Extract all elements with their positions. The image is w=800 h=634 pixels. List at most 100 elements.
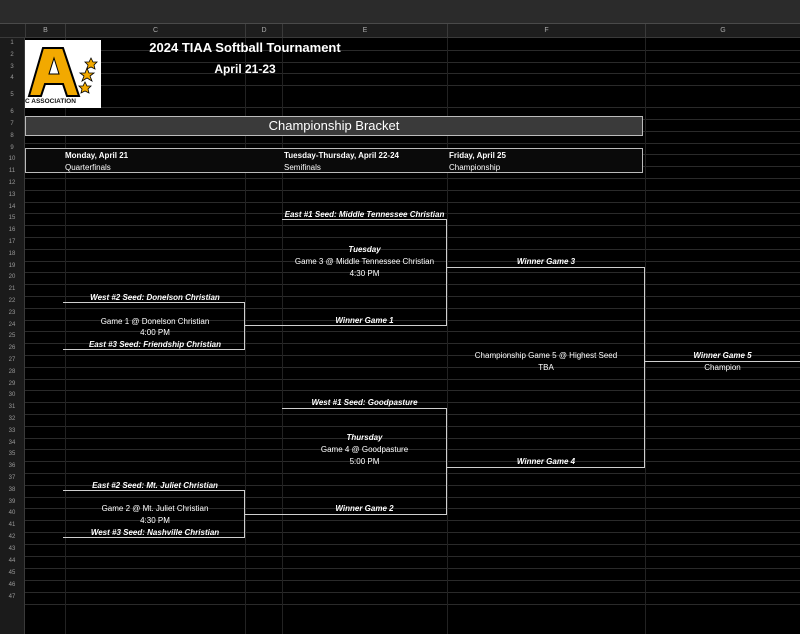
grid-line bbox=[25, 426, 800, 427]
game3-bottom-line bbox=[282, 325, 447, 326]
row-header[interactable]: 13 bbox=[8, 191, 16, 198]
row-header[interactable]: 12 bbox=[8, 179, 16, 186]
grid-line bbox=[25, 296, 800, 297]
grid-line bbox=[25, 402, 800, 403]
row-header[interactable]: 8 bbox=[10, 132, 14, 139]
tournament-title: 2024 TIAA Softball Tournament bbox=[149, 40, 341, 55]
game5-bracket-line bbox=[644, 267, 645, 468]
game2-top-team: East #2 Seed: Mt. Juliet Christian bbox=[92, 481, 218, 490]
grid-line bbox=[25, 568, 800, 569]
game2-bottom-team: West #3 Seed: Nashville Christian bbox=[90, 528, 220, 537]
grid-line bbox=[25, 592, 800, 593]
game4-top-line bbox=[282, 408, 447, 409]
row-header[interactable]: 17 bbox=[8, 238, 16, 245]
game3-bottom-team: Winner Game 1 bbox=[335, 316, 394, 325]
toolbar bbox=[0, 0, 800, 24]
game5-bottom-connector bbox=[447, 467, 645, 468]
row-header[interactable]: 24 bbox=[8, 321, 16, 328]
column-header-g[interactable]: G bbox=[645, 24, 800, 37]
row-header[interactable]: 3 bbox=[10, 63, 14, 70]
row-header[interactable]: 18 bbox=[8, 250, 16, 257]
game4-bracket-line bbox=[446, 408, 447, 515]
grid-line bbox=[25, 520, 800, 521]
grid-line bbox=[25, 473, 800, 474]
game1-bracket-line bbox=[244, 302, 245, 350]
game4-bottom-line bbox=[282, 514, 447, 515]
game1-bottom-team: East #3 Seed: Friendship Christian bbox=[88, 340, 222, 349]
row-header[interactable]: 21 bbox=[8, 286, 16, 293]
game5-bottom-team: Winner Game 4 bbox=[516, 457, 576, 466]
row-header[interactable]: 39 bbox=[8, 498, 16, 505]
row-header[interactable]: 4 bbox=[10, 75, 14, 82]
game3-info: Game 3 @ Middle Tennessee Christian bbox=[294, 257, 435, 266]
row-header[interactable]: 19 bbox=[8, 262, 16, 269]
row-header[interactable]: 5 bbox=[10, 92, 14, 99]
row-header[interactable]: 47 bbox=[8, 593, 16, 600]
row-header[interactable]: 36 bbox=[8, 463, 16, 470]
grid-line bbox=[25, 178, 800, 179]
row-header[interactable]: 38 bbox=[8, 486, 16, 493]
grid-line bbox=[25, 580, 800, 581]
row-header[interactable]: 46 bbox=[8, 581, 16, 588]
row-header[interactable]: 42 bbox=[8, 533, 16, 540]
row-header[interactable]: 14 bbox=[8, 203, 16, 210]
game1-connector bbox=[244, 325, 282, 326]
row-header[interactable]: 22 bbox=[8, 297, 16, 304]
row-header[interactable]: 6 bbox=[10, 109, 14, 116]
row-header[interactable]: 23 bbox=[8, 309, 16, 316]
column-header-d[interactable]: D bbox=[245, 24, 282, 37]
column-header-bar: B C D E F G bbox=[0, 24, 800, 38]
row-header[interactable]: 43 bbox=[8, 545, 16, 552]
row-header[interactable]: 16 bbox=[8, 227, 16, 234]
row-header[interactable]: 28 bbox=[8, 368, 16, 375]
row-header[interactable]: 15 bbox=[8, 215, 16, 222]
row-header[interactable]: 26 bbox=[8, 345, 16, 352]
row-header[interactable]: 37 bbox=[8, 474, 16, 481]
bracket-banner: Championship Bracket bbox=[25, 116, 643, 136]
row-header[interactable]: 35 bbox=[8, 451, 16, 458]
row-header[interactable]: 25 bbox=[8, 333, 16, 340]
game1-info: Game 1 @ Donelson Christian bbox=[100, 317, 210, 326]
grid-line bbox=[25, 320, 800, 321]
row-header[interactable]: 45 bbox=[8, 569, 16, 576]
grid-line bbox=[25, 50, 800, 51]
game3-top-team: East #1 Seed: Middle Tennessee Christian bbox=[284, 210, 445, 219]
row-header[interactable]: 7 bbox=[10, 120, 14, 127]
column-header-b[interactable]: B bbox=[25, 24, 65, 37]
sf-round: Semifinals bbox=[284, 163, 321, 172]
row-header[interactable]: 27 bbox=[8, 356, 16, 363]
row-header[interactable]: 30 bbox=[8, 392, 16, 399]
row-header[interactable]: 11 bbox=[8, 168, 16, 175]
row-header[interactable]: 41 bbox=[8, 522, 16, 529]
row-header[interactable]: 40 bbox=[8, 510, 16, 517]
grid-line bbox=[25, 343, 800, 344]
logo-text: C ASSOCIATION bbox=[25, 98, 76, 105]
qf-round: Quarterfinals bbox=[65, 163, 111, 172]
row-header[interactable]: 31 bbox=[8, 404, 16, 411]
grid-line bbox=[25, 85, 800, 86]
column-header-e[interactable]: E bbox=[282, 24, 447, 37]
grid-line bbox=[25, 449, 800, 450]
row-header[interactable]: 2 bbox=[10, 51, 14, 58]
game4-info: Game 4 @ Goodpasture bbox=[320, 445, 409, 454]
game1-top-team: West #2 Seed: Donelson Christian bbox=[90, 293, 220, 302]
row-header[interactable]: 32 bbox=[8, 415, 16, 422]
grid-line bbox=[25, 261, 800, 262]
row-header[interactable]: 34 bbox=[8, 439, 16, 446]
grid-line bbox=[25, 508, 800, 509]
row-header[interactable]: 44 bbox=[8, 557, 16, 564]
column-header-c[interactable]: C bbox=[65, 24, 245, 37]
row-header[interactable]: 1 bbox=[10, 39, 14, 46]
grid-line bbox=[25, 107, 800, 108]
grid-line bbox=[25, 390, 800, 391]
column-header-f[interactable]: F bbox=[447, 24, 645, 37]
row-header[interactable]: 33 bbox=[8, 427, 16, 434]
champion-connector bbox=[645, 361, 800, 362]
row-header[interactable]: 29 bbox=[8, 380, 16, 387]
row-header[interactable]: 10 bbox=[8, 156, 16, 163]
row-header[interactable]: 20 bbox=[8, 274, 16, 281]
game4-top-team: West #1 Seed: Goodpasture bbox=[311, 398, 418, 407]
row-header[interactable]: 9 bbox=[10, 144, 14, 151]
game3-time: 4:30 PM bbox=[349, 269, 380, 278]
